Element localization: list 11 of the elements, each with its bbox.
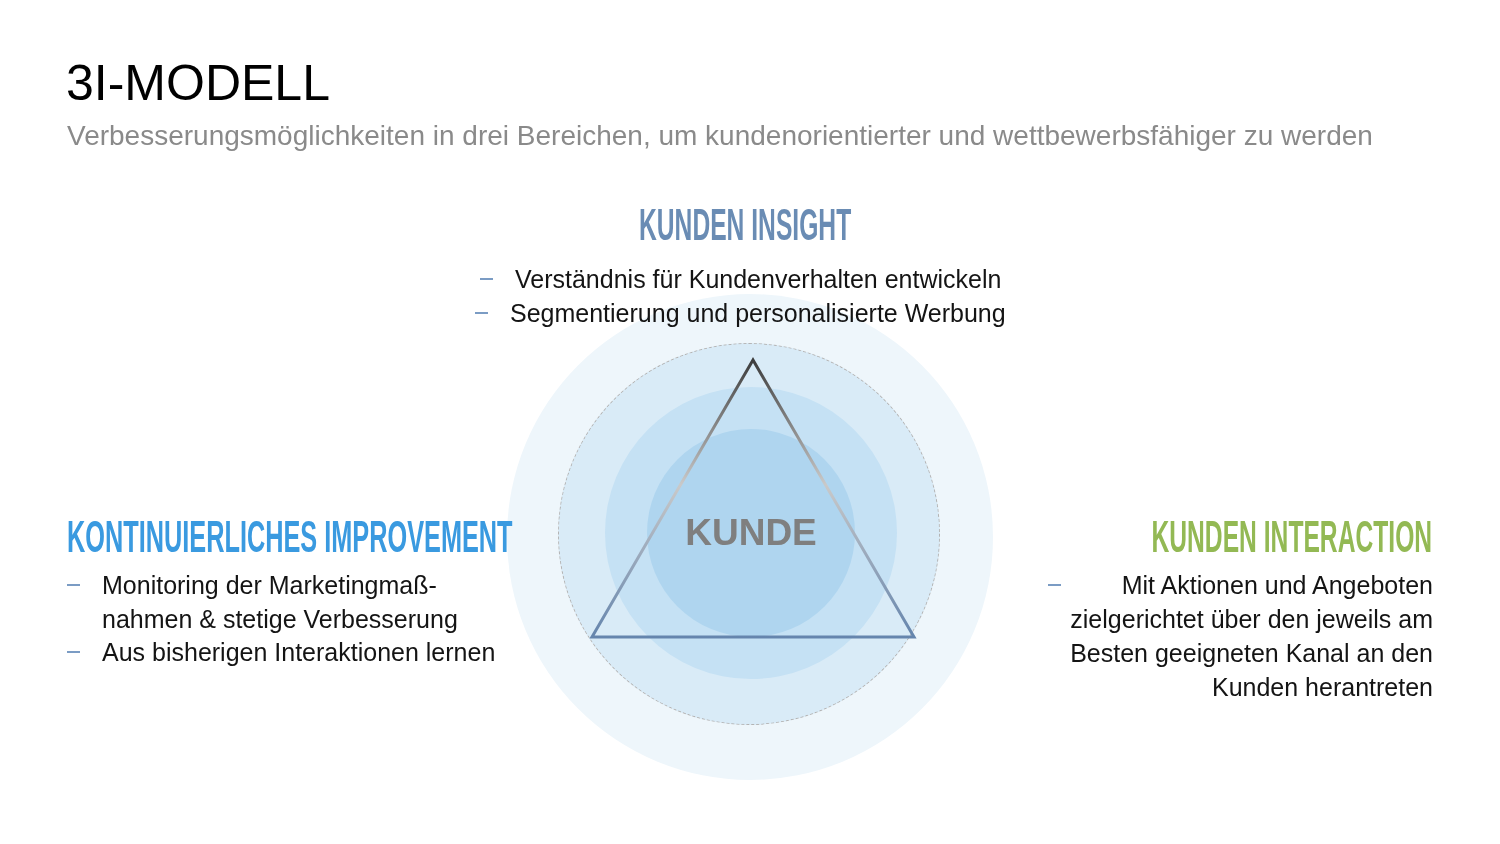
section-heading: KONTINUIERLICHES IMPROVEMENT	[67, 515, 513, 559]
bullet-text: Aus bisherigen Interaktionen lernen	[102, 637, 496, 668]
slide-title: 3I-MODELL	[66, 54, 330, 113]
bullet-text: Monitoring der Marketingmaß- nahmen & stetige Verbesserung	[102, 570, 459, 635]
section-heading: KUNDEN INTERACTION	[1151, 515, 1432, 559]
bullet-text: Verständnis für Kundenverhalten entwickeln	[515, 264, 1002, 295]
section-heading: KUNDEN INSIGHT	[638, 203, 852, 247]
bullet-text: Segmentierung und personalisierte Werbung	[510, 298, 1006, 329]
subtitle: Verbesserungsmöglichkeiten in drei Bereichen, um kundenorientierter und wettbewerbsfähiger zu werden	[67, 120, 1373, 152]
center-label: KUNDE	[685, 513, 817, 553]
bullet-text: Mit Aktionen und Angeboten zielgerichtet über den jeweils am Besten geeigneten Kanal an den Kunden herantreten	[1069, 570, 1433, 703]
